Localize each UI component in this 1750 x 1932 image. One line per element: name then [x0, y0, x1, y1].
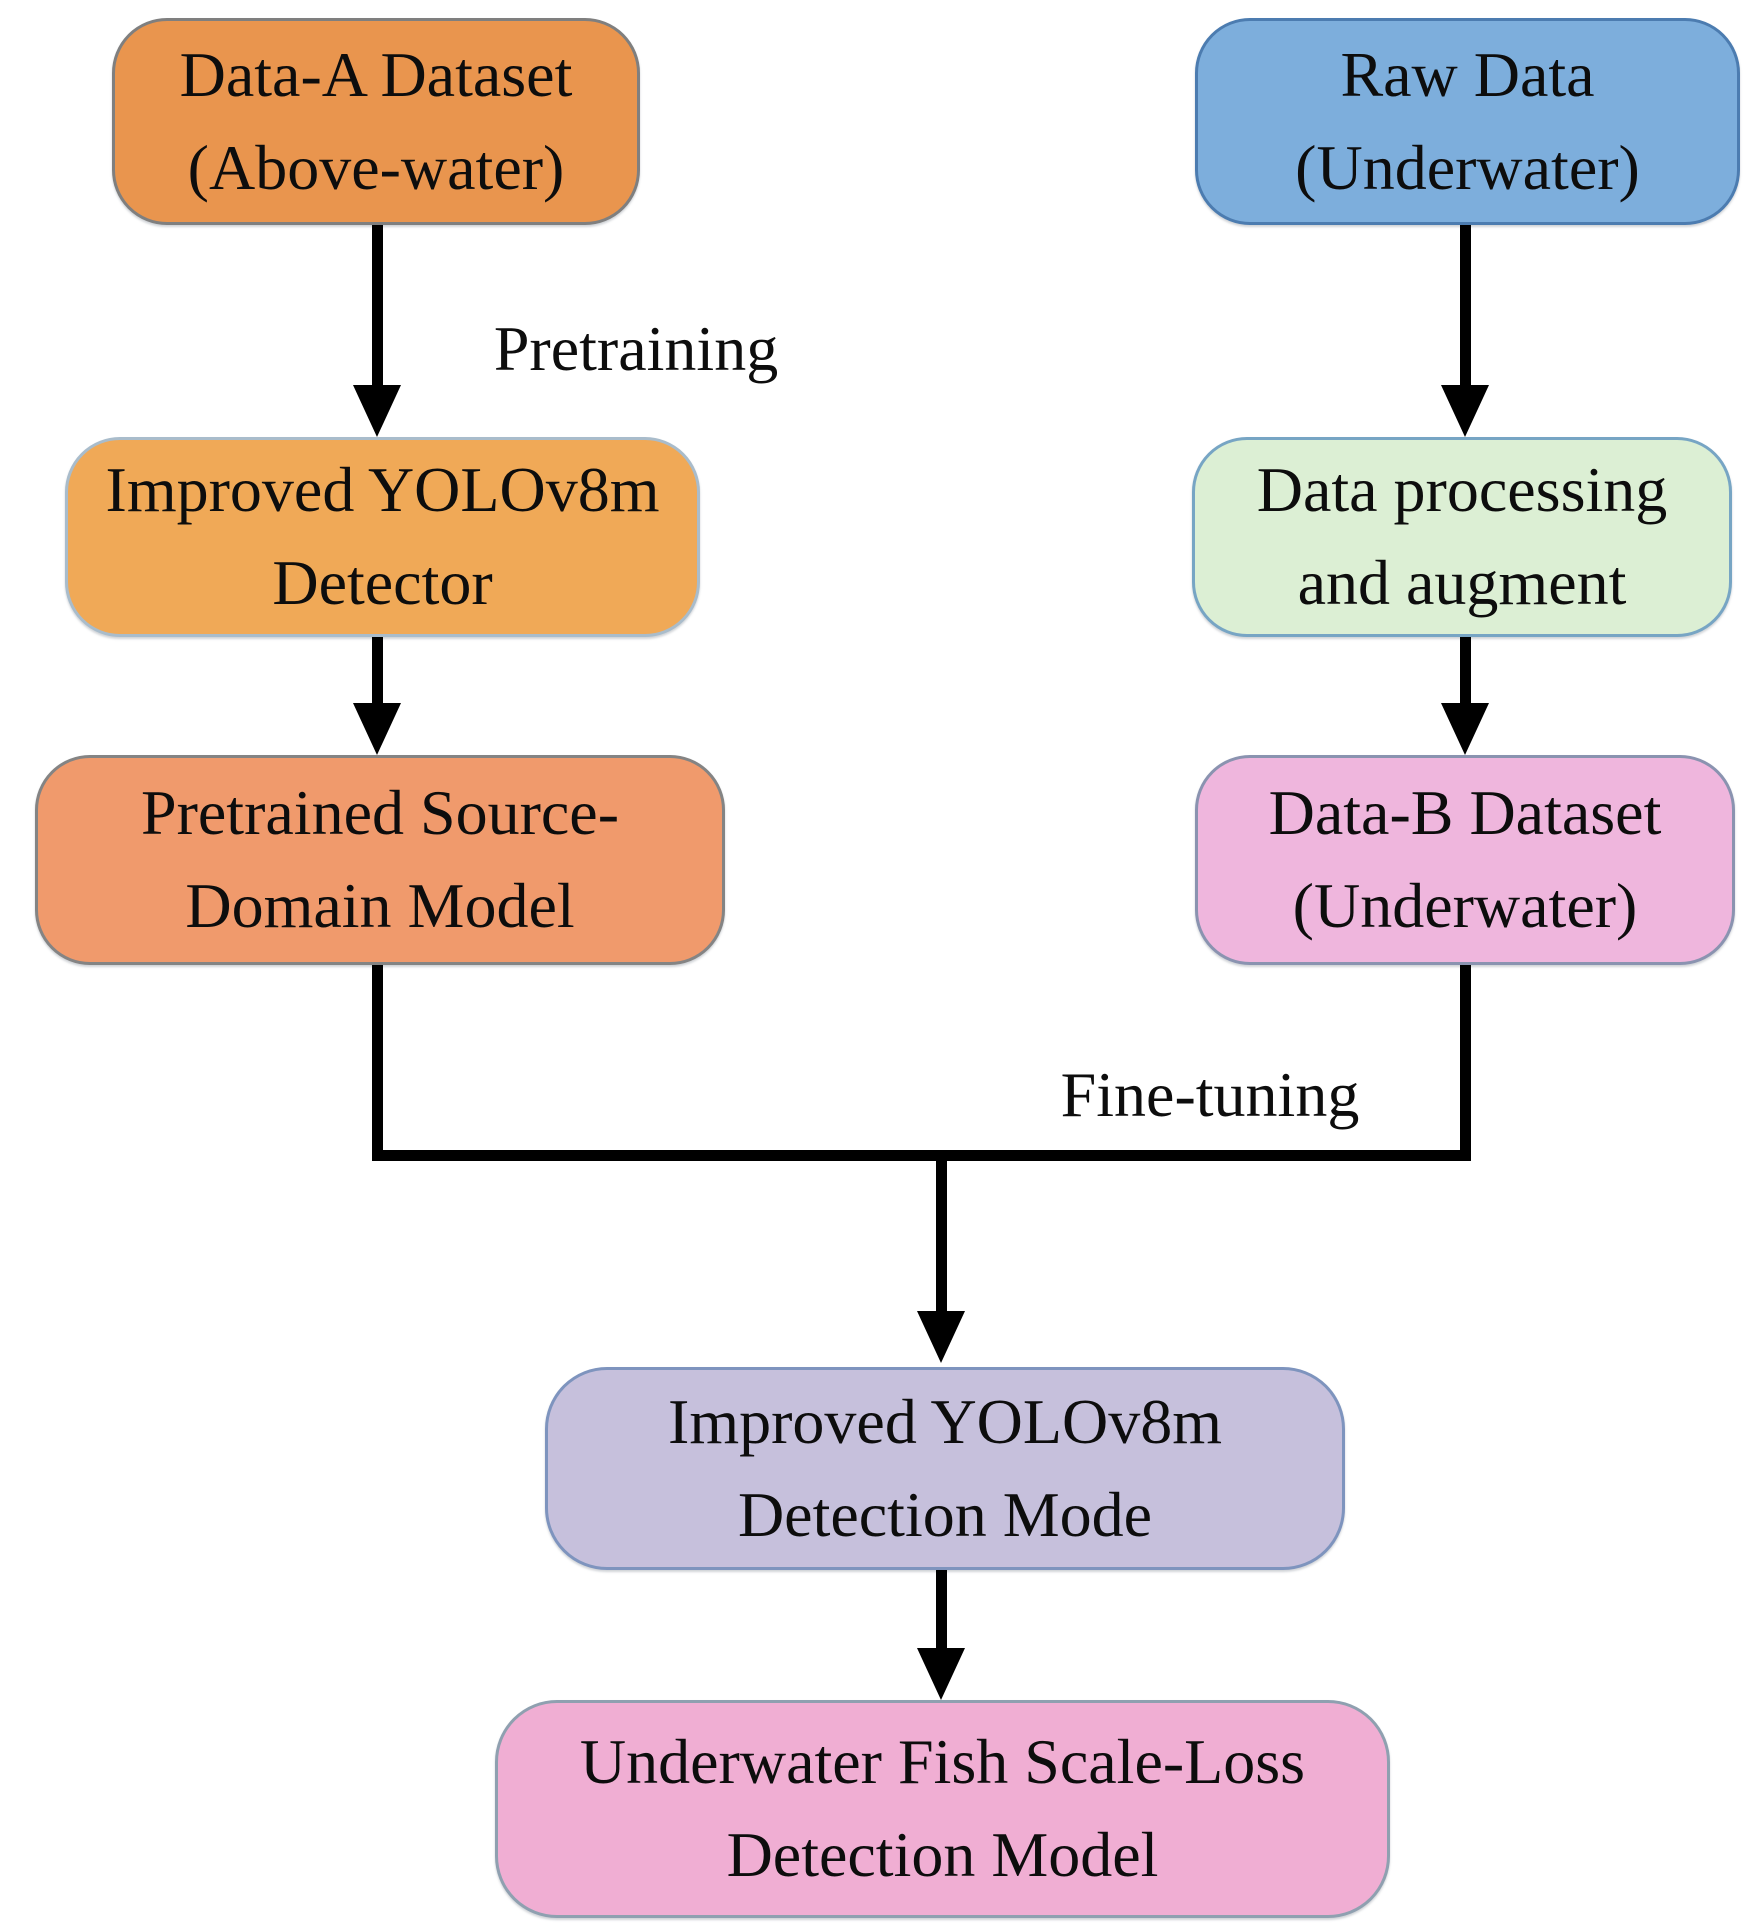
arrow-mode-to-final-shaft — [936, 1570, 947, 1652]
node-data-processing-augment: Data processing and augment — [1192, 437, 1732, 637]
arrow-processing-to-data-b-head-icon — [1441, 703, 1489, 755]
arrow-processing-to-data-b-shaft — [1460, 637, 1471, 707]
edge-label-pretraining: Pretraining — [493, 313, 779, 384]
node-underwater-fish-scale-loss-model: Underwater Fish Scale-Loss Detection Mod… — [495, 1700, 1390, 1918]
edge-label-fine-tuning: Fine-tuning — [1060, 1059, 1360, 1130]
arrow-detector-to-pretrained-shaft — [372, 637, 383, 707]
arrow-data-a-to-detector-shaft — [372, 225, 383, 391]
connector-right-vertical — [1460, 965, 1471, 1161]
arrow-raw-to-processing-head-icon — [1441, 385, 1489, 437]
arrow-raw-to-processing-shaft — [1460, 225, 1471, 391]
node-data-b-dataset: Data-B Dataset (Underwater) — [1195, 755, 1735, 965]
node-improved-yolov8m-detector: Improved YOLOv8m Detector — [65, 437, 700, 637]
arrow-merge-to-detection-mode-head-icon — [917, 1311, 965, 1363]
arrow-detector-to-pretrained-head-icon — [353, 703, 401, 755]
connector-horizontal — [372, 1150, 1471, 1161]
node-raw-data: Raw Data (Underwater) — [1195, 18, 1740, 225]
node-data-a-dataset: Data-A Dataset (Above-water) — [112, 18, 640, 225]
arrow-mode-to-final-head-icon — [917, 1648, 965, 1700]
connector-left-vertical — [372, 965, 383, 1161]
arrow-merge-to-detection-mode-shaft — [936, 1150, 947, 1315]
node-improved-yolov8m-detection-mode: Improved YOLOv8m Detection Mode — [545, 1367, 1345, 1570]
arrow-data-a-to-detector-head-icon — [353, 385, 401, 437]
node-pretrained-source-domain-model: Pretrained Source- Domain Model — [35, 755, 725, 965]
